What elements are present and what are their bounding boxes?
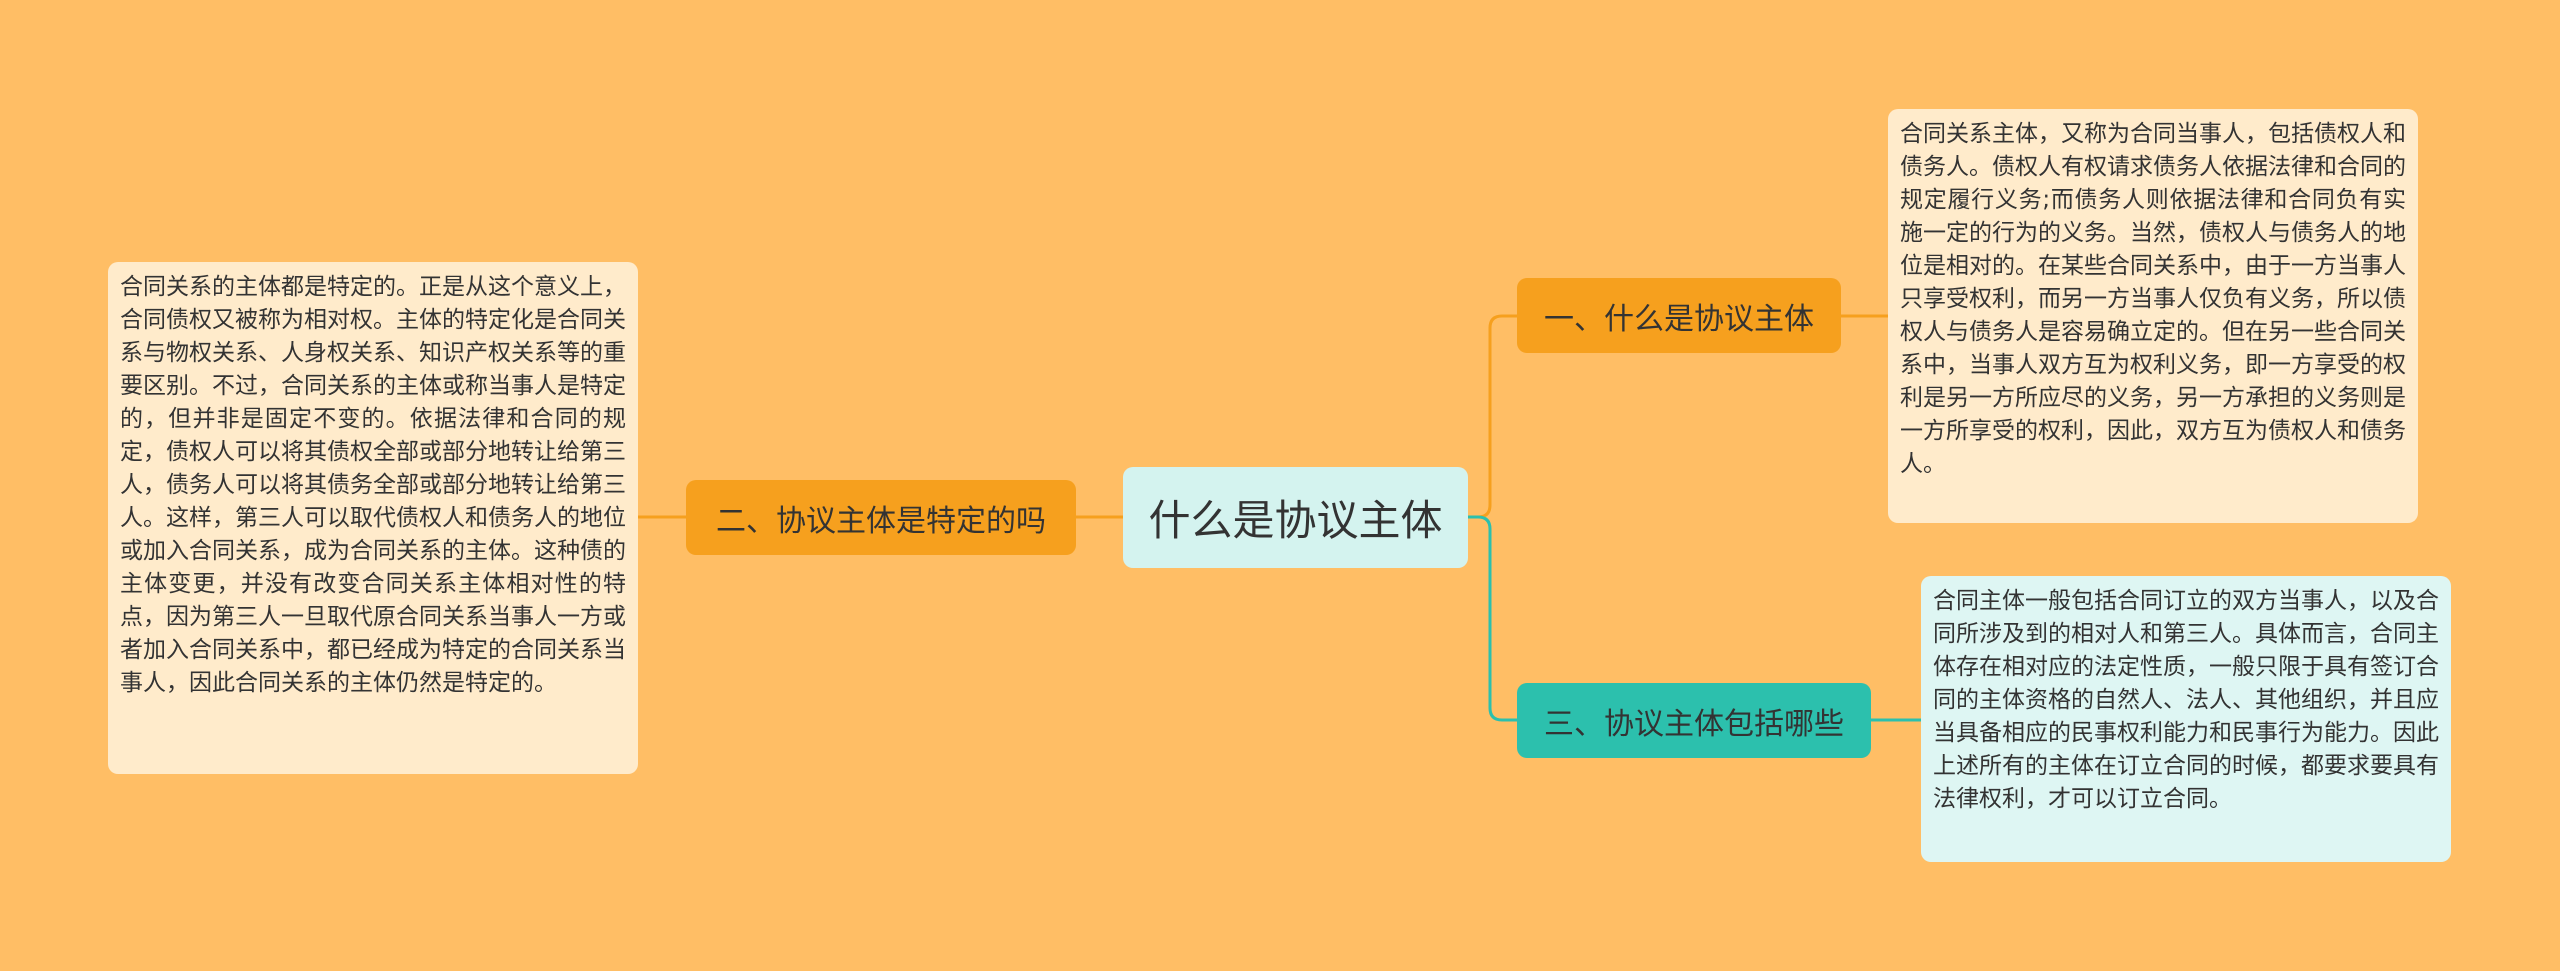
leaf-detail-2[interactable]: 合同关系的主体都是特定的。正是从这个意义上，合同债权又被称为相对权。主体的特定化… <box>108 262 638 774</box>
branch-topic-1[interactable]: 一、什么是协议主体 <box>1517 278 1841 353</box>
leaf-detail-3[interactable]: 合同主体一般包括合同订立的双方当事人，以及合同所涉及到的相对人和第三人。具体而言… <box>1921 576 2451 862</box>
connector-center-to-branch-1 <box>1468 314 1517 519</box>
leaf-detail-1[interactable]: 合同关系主体，又称为合同当事人，包括债权人和债务人。债权人有权请求债务人依据法律… <box>1888 109 2418 523</box>
connector-center-to-branch-3 <box>1468 515 1517 722</box>
branch-topic-3[interactable]: 三、协议主体包括哪些 <box>1517 683 1871 758</box>
central-topic[interactable]: 什么是协议主体 <box>1123 467 1468 568</box>
branch-topic-2[interactable]: 二、协议主体是特定的吗 <box>686 480 1076 555</box>
